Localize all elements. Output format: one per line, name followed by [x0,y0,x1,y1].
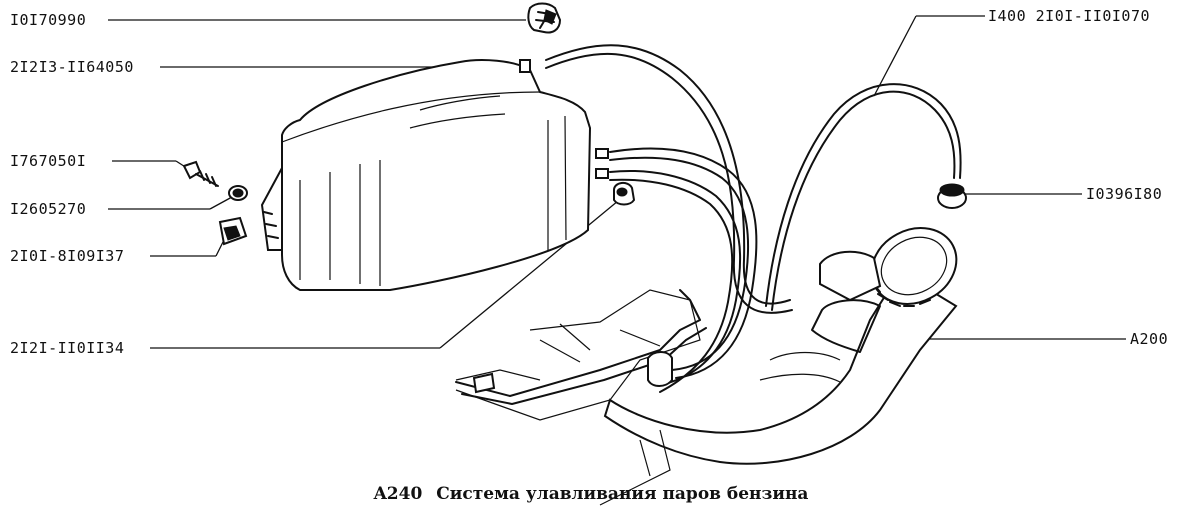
callout-washer: I2605270 [10,200,87,218]
vapor-hoses [545,44,793,393]
callout-filler-hose: I400 2I0I-II0I070 [988,7,1151,25]
caption-code: A240 [373,484,423,504]
clip-part [527,2,562,34]
grommet [937,183,967,209]
callout-grommet: I0396I80 [1086,185,1163,203]
callout-canister: 2I2I3-II64050 [10,58,134,76]
filler-hose [765,83,962,311]
screw [182,160,219,187]
callout-filler-neck: A200 [1130,330,1169,348]
callout-screw: I767050I [10,152,87,170]
figure-caption: A240 Система улавливания паров бензина [0,484,1182,504]
callout-bracket: 2I0I-8I09I37 [10,247,125,265]
canister [260,59,609,291]
tank-outline [455,289,707,506]
bracket-clip [218,216,248,246]
hose-clip [613,182,636,206]
filler-neck [603,227,958,465]
callout-clip: I0I70990 [10,11,87,29]
callout-hose-clip: 2I2I-II0II34 [10,339,125,357]
leader-lines [108,15,1126,349]
caption-title: Система улавливания паров бензина [436,484,809,504]
washer [228,185,248,201]
